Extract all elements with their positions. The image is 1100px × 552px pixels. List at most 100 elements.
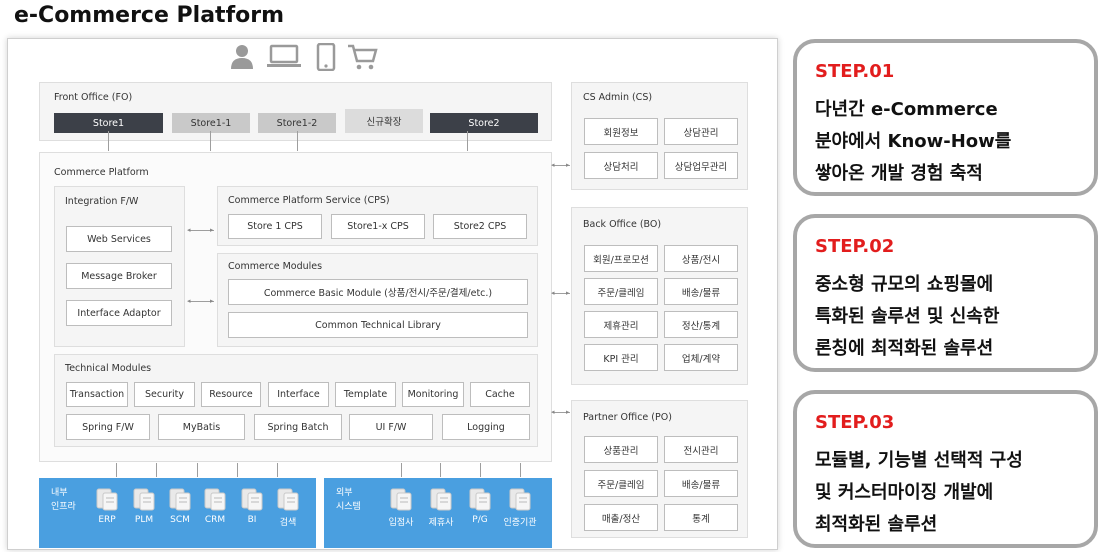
cs-item: 상담관리 [664, 118, 738, 145]
laptop-icon [267, 44, 301, 67]
server-icon [96, 488, 118, 511]
cs-admin-title: CS Admin (CS) [583, 92, 653, 103]
bo-item: 회원/프로모션 [584, 245, 658, 272]
commerce-modules-panel: Commerce Modules Commerce Basic Module (… [217, 253, 538, 347]
tech-item: MyBatis [158, 414, 245, 440]
bo-item: KPI 관리 [584, 344, 658, 371]
partner-office-title: Partner Office (PO) [583, 412, 672, 423]
step-text: 쌓아온 개발 경험 축적 [815, 163, 983, 184]
server-bi: BI [239, 486, 265, 528]
po-item: 주문/클레임 [584, 470, 658, 497]
server-partner: 제휴사 [428, 486, 454, 528]
po-item: 배송/물류 [664, 470, 738, 497]
integration-item: Message Broker [66, 263, 172, 289]
server-erp: ERP [94, 486, 120, 528]
bo-item: 제휴관리 [584, 311, 658, 338]
server-search: 검색 [275, 486, 301, 528]
tech-item: Logging [442, 414, 530, 440]
cart-icon [348, 44, 378, 70]
step-text: 최적화된 솔루션 [815, 514, 938, 535]
server-scm: SCM [167, 486, 193, 528]
architecture-diagram: Front Office (FO) Store1 Store1-1 Store1… [7, 38, 778, 550]
technical-modules-panel: Technical Modules Transaction Security R… [54, 354, 538, 447]
tech-item: Monitoring [402, 382, 464, 407]
integration-item: Web Services [66, 226, 172, 252]
tech-item: Security [134, 382, 195, 407]
server-icon [169, 488, 191, 511]
po-item: 전시관리 [664, 436, 738, 463]
step-text: 특화된 솔루션 및 신속한 [815, 306, 1000, 327]
server-icon [204, 488, 226, 511]
step-text: 및 커스터마이징 개발에 [815, 482, 994, 503]
tech-item: Resource [201, 382, 261, 407]
cps-item: Store2 CPS [433, 214, 527, 239]
module-item: Commerce Basic Module (상품/전시/주문/결제/etc.) [228, 279, 528, 305]
server-icon [241, 488, 263, 511]
back-office-panel: Back Office (BO) 회원/프로모션 상품/전시 주문/클레임 배송… [571, 207, 748, 385]
server-pg: P/G [467, 486, 493, 528]
server-icon [430, 488, 452, 511]
step-card-2: STEP.02 중소형 규모의 쇼핑몰에 특화된 솔루션 및 신속한 론칭에 최… [793, 214, 1098, 372]
store-box: Store1 [54, 113, 163, 133]
cs-item: 회원정보 [584, 118, 658, 145]
po-item: 매출/정산 [584, 504, 658, 531]
step-text: 모듈별, 기능별 선택적 구성 [815, 450, 1023, 471]
step-card-3: STEP.03 모듈별, 기능별 선택적 구성 및 커스터마이징 개발에 최적화… [793, 390, 1098, 548]
cps-item: Store 1 CPS [228, 214, 322, 239]
server-cert: 인증기관 [503, 486, 537, 528]
front-office-panel: Front Office (FO) Store1 Store1-1 Store1… [39, 82, 552, 141]
server-plm: PLM [131, 486, 157, 528]
integration-title: Integration F/W [65, 196, 139, 207]
module-item: Common Technical Library [228, 312, 528, 338]
cs-admin-panel: CS Admin (CS) 회원정보 상담관리 상담처리 상담업무관리 [571, 82, 748, 190]
technical-modules-title: Technical Modules [65, 363, 152, 374]
step-text: 중소형 규모의 쇼핑몰에 [815, 274, 994, 295]
step-text: 분야에서 Know-How를 [815, 131, 1012, 152]
server-crm: CRM [202, 486, 228, 528]
integration-item: Interface Adaptor [66, 300, 172, 326]
bo-item: 상품/전시 [664, 245, 738, 272]
cs-item: 상담처리 [584, 152, 658, 179]
step-label: STEP.03 [815, 412, 895, 433]
bo-item: 정산/통계 [664, 311, 738, 338]
tech-item: Cache [470, 382, 530, 407]
bo-item: 업체/계약 [664, 344, 738, 371]
server-vendor: 입점사 [388, 486, 414, 528]
tech-item: Spring F/W [66, 414, 150, 440]
commerce-modules-title: Commerce Modules [228, 261, 323, 272]
page-title: e-Commerce Platform [14, 3, 285, 28]
mobile-icon [316, 43, 336, 71]
server-icon [509, 488, 531, 511]
cps-item: Store1-x CPS [331, 214, 425, 239]
front-office-title: Front Office (FO) [54, 92, 133, 103]
server-icon [469, 488, 491, 511]
tech-item: Transaction [66, 382, 128, 407]
tech-item: UI F/W [349, 414, 433, 440]
partner-office-panel: Partner Office (PO) 상품관리 전시관리 주문/클레임 배송/… [571, 400, 748, 538]
tech-item: Interface [268, 382, 329, 407]
step-label: STEP.01 [815, 61, 895, 82]
store-box: 신규확장 [345, 109, 423, 133]
bo-item: 주문/클레임 [584, 278, 658, 305]
step-text: 다년간 e-Commerce [815, 99, 998, 120]
po-item: 통계 [664, 504, 738, 531]
bo-item: 배송/물류 [664, 278, 738, 305]
server-icon [277, 488, 299, 511]
store-box: Store1-2 [258, 113, 336, 133]
store-box: Store2 [430, 113, 538, 133]
back-office-title: Back Office (BO) [583, 219, 662, 230]
commerce-platform-panel: Commerce Platform Integration F/W Web Se… [39, 152, 552, 462]
user-icon [231, 45, 253, 69]
step-text: 론칭에 최적화된 솔루션 [815, 338, 994, 359]
server-icon [133, 488, 155, 511]
step-label: STEP.02 [815, 236, 895, 257]
tech-item: Template [335, 382, 396, 407]
store-box: Store1-1 [172, 113, 250, 133]
commerce-platform-title: Commerce Platform [54, 167, 149, 178]
cps-panel: Commerce Platform Service (CPS) Store 1 … [217, 186, 538, 246]
server-icon [390, 488, 412, 511]
